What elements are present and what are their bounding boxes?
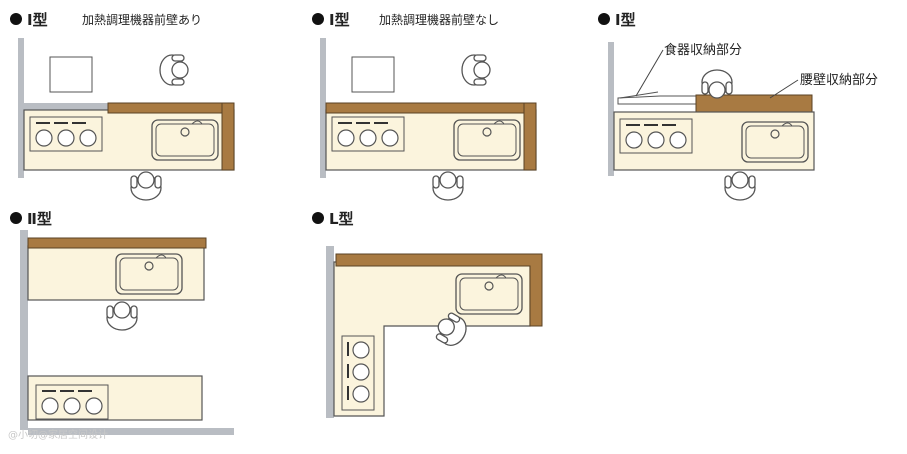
callout-leader [769, 79, 799, 99]
l-counter-wood [335, 253, 543, 327]
person-icon [724, 171, 756, 201]
cooktop [341, 335, 375, 411]
floor-wall [28, 428, 234, 435]
panel-l-type: L型 [312, 210, 543, 418]
sink [741, 121, 809, 163]
upper-counter-wood [27, 237, 207, 249]
person-icon [432, 171, 464, 201]
panel-title: Ⅰ型 [27, 11, 48, 29]
counter-wood-top [325, 102, 537, 114]
cooktop [331, 116, 405, 152]
side-wall [20, 230, 28, 430]
person-icon [701, 69, 733, 99]
panel-subtitle: 加熱調理機器前壁なし [379, 12, 499, 27]
counter-wood-side [221, 102, 235, 171]
bullet-icon [312, 13, 324, 25]
panel-subtitle: 加熱調理機器前壁あり [82, 12, 202, 27]
bullet-icon [312, 212, 324, 224]
watermark: @小切@家居空间设计 [8, 428, 108, 441]
side-wall [608, 42, 614, 176]
callout-waist-storage: 腰壁収納部分 [800, 73, 878, 88]
side-wall [320, 38, 326, 178]
dish-storage [617, 95, 697, 105]
bullet-icon [598, 13, 610, 25]
cooktop [619, 118, 693, 154]
side-wall [326, 246, 334, 418]
counter-wood-top [107, 102, 235, 114]
panel-title: Ⅰ型 [615, 11, 636, 29]
counter-wood-side [523, 102, 537, 171]
bullet-icon [10, 13, 22, 25]
panel-title: Ⅰ型 [329, 11, 350, 29]
range-hood [351, 56, 395, 93]
person-icon [461, 54, 491, 86]
panel-i-type-with-wall: Ⅰ型 加熱調理機器前壁あり [10, 11, 235, 201]
callout-dish-storage: 食器収納部分 [664, 42, 742, 58]
person-icon [106, 301, 138, 331]
panel-ii-type: Ⅱ型 [10, 210, 234, 435]
panel-i-type-no-wall: Ⅰ型 加熱調理機器前壁なし [312, 11, 537, 201]
sink [453, 119, 521, 161]
cooktop [29, 116, 103, 152]
bullet-icon [10, 212, 22, 224]
side-wall [18, 38, 24, 178]
front-wall [24, 103, 108, 110]
person-icon [130, 171, 162, 201]
cooktop [35, 384, 109, 420]
sink [115, 253, 183, 295]
person-icon [159, 54, 189, 86]
panel-title: Ⅱ型 [27, 210, 52, 228]
panel-title: L型 [329, 210, 354, 228]
sink [455, 273, 523, 315]
range-hood [49, 56, 93, 93]
sink [151, 119, 219, 161]
callout-leader [635, 49, 664, 97]
panel-i-type-storage: Ⅰ型 食器収納部分 腰壁収納部分 [598, 11, 878, 201]
